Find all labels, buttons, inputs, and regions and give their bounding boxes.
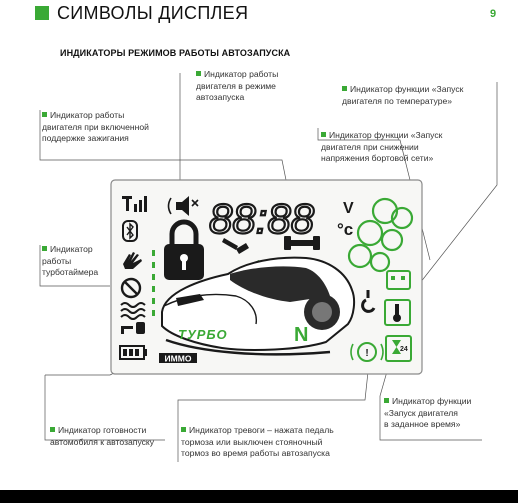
bottom-bar [0,490,518,503]
callout-engine-ignition: Индикатор работы двигателя при включенно… [42,110,149,143]
page-title: СИМВОЛЫ ДИСПЛЕЯ [57,3,249,23]
alarm-brake-icon: ! [350,342,384,362]
callout-turbo-timer: Индикатор работы турботаймера [42,244,99,277]
svg-text:!: ! [365,348,368,359]
thermometer-icon [384,299,411,326]
immo-label: ИММО [165,354,192,364]
timer-24-label: 24 [400,346,408,353]
wrench-icon [284,236,320,250]
key-icon [121,322,145,334]
callout-temperature-start: Индикатор функции «Запуск двигателя по т… [342,84,464,106]
crank-icon [361,290,376,313]
car-image [161,256,356,356]
battery-icon [119,345,147,360]
immo-badge [159,353,197,363]
turbo-label: ТУРБО [178,327,228,342]
bluetooth-icon [122,220,138,242]
bullet-square-icon [42,246,47,251]
callout-engine-autostart: Индикатор работы двигателя в режиме авто… [196,69,279,102]
bullet-square-icon [196,71,201,76]
battery-start-icon [386,270,411,290]
callout-alarm: Индикатор тревоги – нажата педаль тормоз… [181,425,334,458]
callout-voltage-start: Индикатор функции «Запуск двигателя при … [321,130,443,163]
callout-ready: Индикатор готовности автомобиля к автоза… [50,425,155,447]
lock-icon [164,219,204,280]
hammer-icon [222,238,249,254]
hand-icon [123,252,142,269]
bullet-square-icon [42,112,47,117]
exhaust-smoke-icon [347,197,414,273]
brake-off-icon [120,277,142,299]
unit-volts: V [343,200,354,217]
bullet-square-icon [321,132,326,137]
speaker-icon [167,196,199,216]
gear-label: N [294,324,308,346]
signal-icon [122,196,147,212]
bullet-square-icon [384,398,389,403]
bullet-square-icon [50,427,55,432]
unit-celsius: °c [337,220,353,239]
section-title: ИНДИКАТОРЫ РЕЖИМОВ РАБОТЫ АВТОЗАПУСКА [60,48,291,58]
callout-time-start: Индикатор функции «Запуск двигателя в за… [384,396,472,429]
clock-display: 88:88 [209,195,315,242]
bullet-square-icon [181,427,186,432]
title-square-icon [35,6,49,20]
page-number: 9 [490,8,497,20]
heat-icon [120,302,146,320]
hourglass-icon [385,335,412,362]
bullet-square-icon [342,86,347,91]
